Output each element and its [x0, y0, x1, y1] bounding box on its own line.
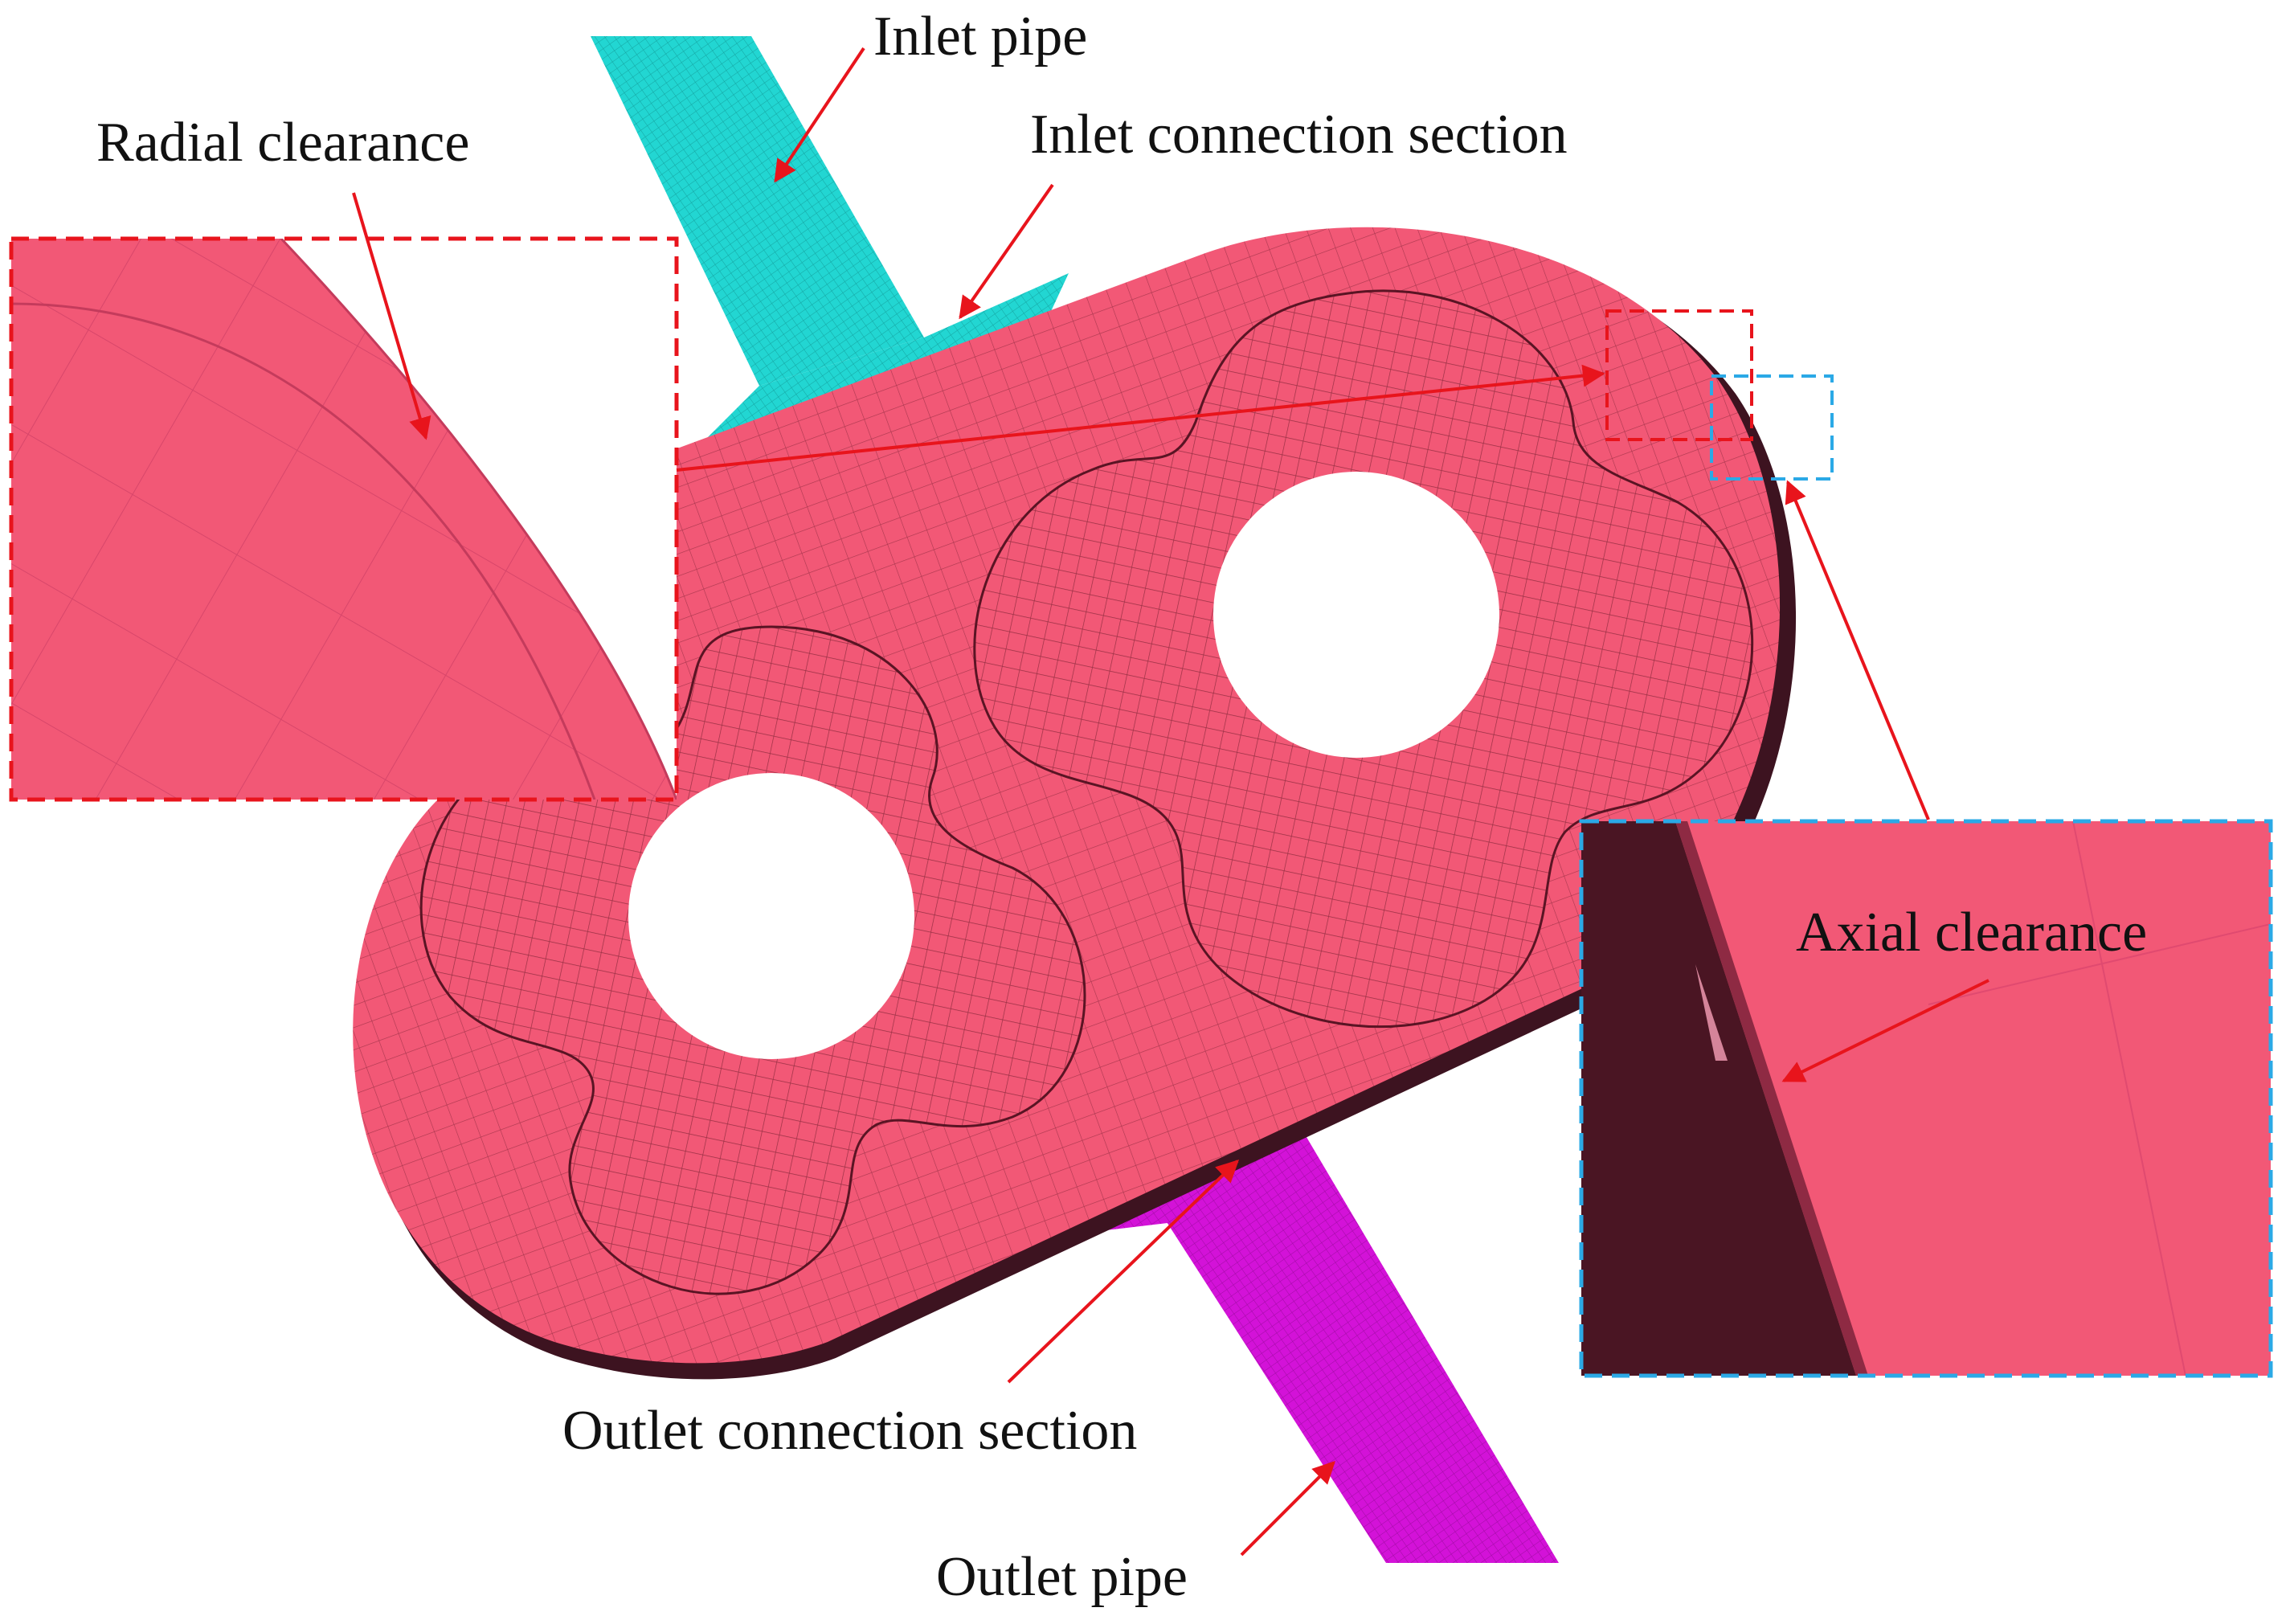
shaft-hole-icon — [1213, 472, 1499, 758]
radial-clearance-highlight-box — [1605, 309, 1753, 441]
inlet-pipe-arrow — [774, 47, 865, 183]
axial-clearance-label: Axial clearance — [1796, 902, 2147, 963]
shaft-hole-icon — [628, 773, 914, 1059]
axial-clearance-zoom — [1579, 819, 2273, 1378]
inlet-pipe-label: Inlet pipe — [873, 6, 1087, 67]
outlet-connection-section-label: Outlet connection section — [562, 1400, 1137, 1462]
outlet-pipe-label: Outlet pipe — [936, 1546, 1188, 1608]
axial-clearance-highlight-box — [1710, 374, 1834, 481]
red-arrow-icon — [352, 47, 1989, 1557]
outlet-pipe-arrow — [1240, 1461, 1335, 1557]
radial-zoom-connector — [676, 364, 1605, 472]
axial-clearance-highlight-arrow — [1785, 480, 1930, 820]
radial-clearance-label: Radial clearance — [96, 112, 469, 174]
radial-clearance-zoom — [9, 236, 679, 802]
outlet-connection-arrow — [1007, 1160, 1240, 1384]
inlet-connection-section-label: Inlet connection section — [1030, 104, 1568, 166]
radial-clearance-arrow — [352, 192, 431, 440]
right-rotor — [973, 289, 1754, 1029]
axial-clearance-arrow — [1781, 979, 1989, 1082]
inlet-connection-arrow — [959, 183, 1054, 320]
